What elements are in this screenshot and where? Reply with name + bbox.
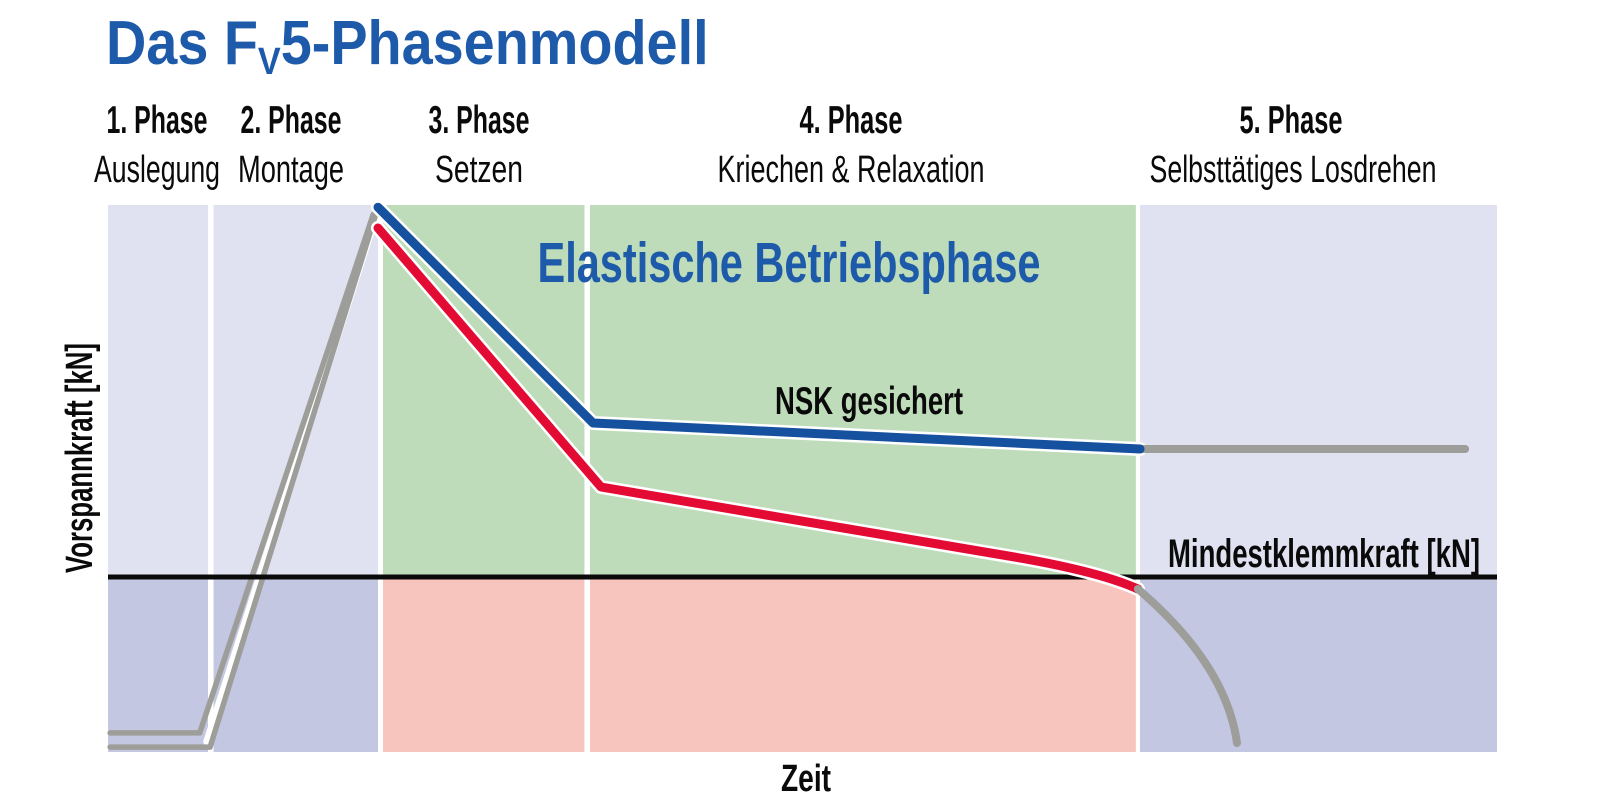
- phase-1-header: 1. Phase: [107, 99, 208, 142]
- phase-5-region-below: [1140, 576, 1497, 752]
- elastic-phase-label: Elastische Betriebsphase: [538, 231, 1041, 295]
- phase-regions-layer: [108, 205, 1497, 752]
- nsk-secured-label: NSK gesichert: [775, 380, 963, 423]
- assembly-curve-layer: [107, 204, 381, 750]
- phase-3-region-below: [383, 576, 585, 752]
- phase-1-region-below: [108, 576, 209, 752]
- phase-1-region-above: [108, 205, 209, 577]
- phase-4-region-above: [589, 205, 1136, 577]
- phase-1-name: Auslegung: [94, 149, 220, 191]
- phase-4-region-below: [589, 576, 1136, 752]
- force-curves-layer: [371, 200, 1470, 747]
- title-prefix: Das F: [106, 9, 258, 77]
- phase-2-name: Montage: [238, 149, 344, 191]
- phase-3-header: 3. Phase: [429, 99, 530, 142]
- phase-2-header: 2. Phase: [241, 99, 342, 142]
- phase-5-region-above: [1140, 205, 1497, 577]
- phase-4-header: 4. Phase: [800, 99, 903, 142]
- phase-5-header: 5. Phase: [1240, 99, 1343, 142]
- x-axis-label: Zeit: [781, 758, 831, 800]
- phase-2-region-above: [213, 205, 379, 577]
- phase-3-name: Setzen: [435, 149, 523, 191]
- title-subscript: V: [258, 39, 281, 82]
- page-title-text: Das FV5-Phasenmodell: [106, 9, 709, 82]
- phase-4-name: Kriechen & Relaxation: [718, 149, 985, 191]
- series-assembly-outer-right: [107, 204, 381, 750]
- min-clamp-force-label: Mindestklemmkraft [kN]: [1168, 532, 1480, 576]
- title-suffix: 5-Phasenmodell: [281, 9, 709, 77]
- y-axis-label: Vorspannkraft [kN]: [59, 343, 101, 573]
- series-loosening-tail: [1133, 585, 1241, 747]
- phase-5-name: Selbsttätiges Losdrehen: [1150, 149, 1437, 191]
- series-assembly-outer-left: [107, 211, 377, 736]
- page-title: Das FV5-Phasenmodell: [106, 9, 709, 82]
- series-secured: [373, 202, 1145, 454]
- series-unsecured: [373, 223, 1143, 594]
